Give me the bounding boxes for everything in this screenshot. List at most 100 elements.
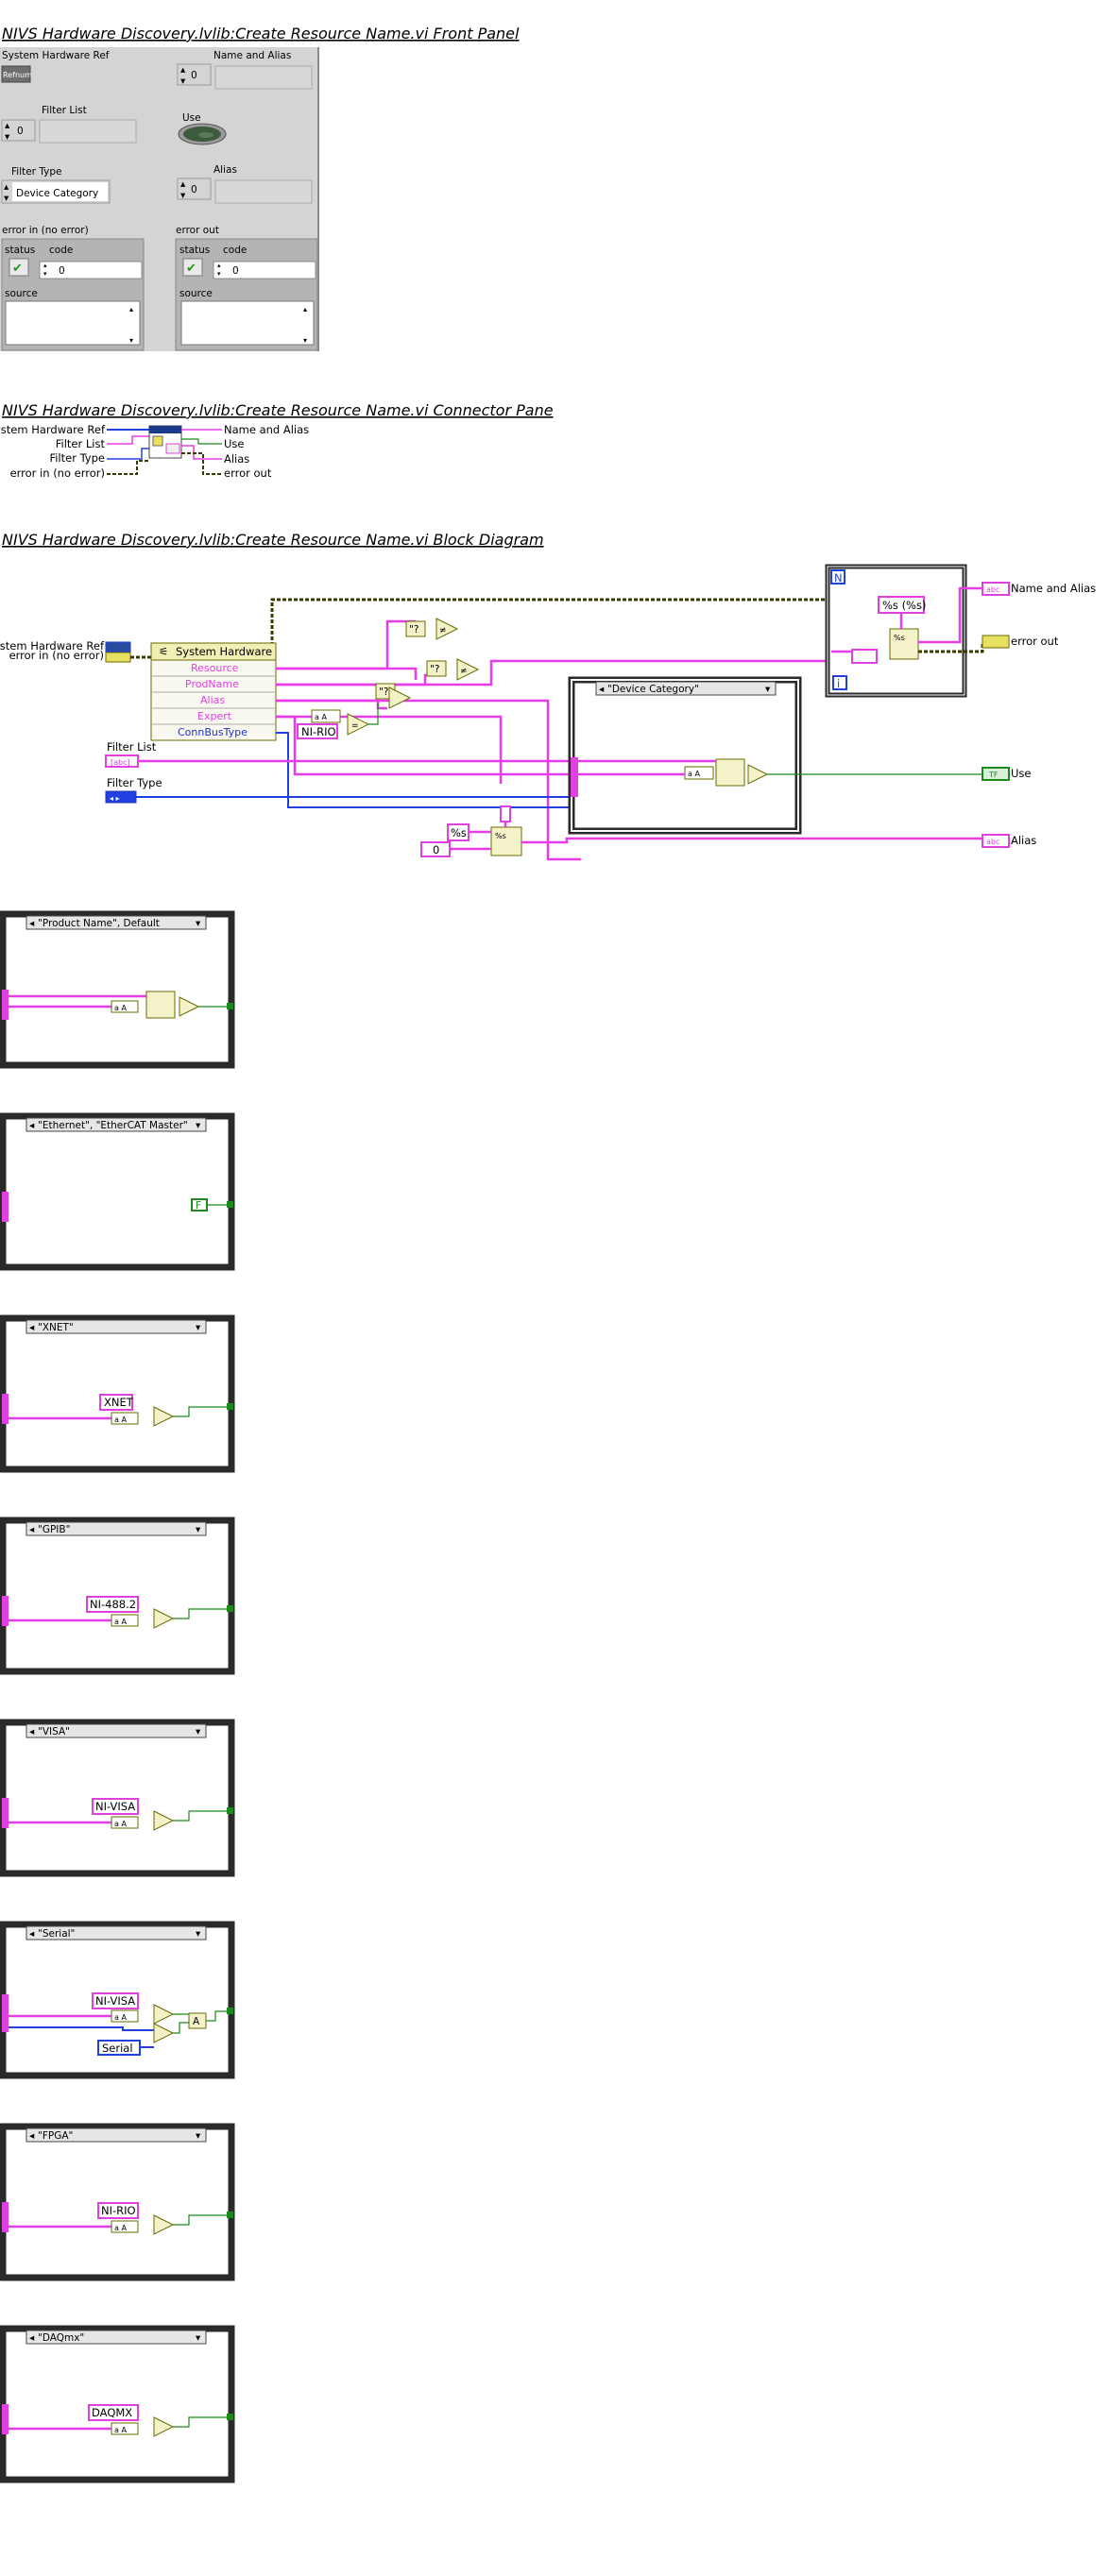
svg-text:a A: a A [114, 2224, 127, 2232]
alias-out-terminal [982, 834, 1010, 848]
regex-node [311, 709, 341, 723]
property-connbustype: ConnBusType [178, 726, 248, 738]
property-prodname: ProdName [185, 678, 239, 690]
error-out-label: error out [176, 225, 219, 236]
svg-text:a A: a A [114, 2426, 127, 2434]
svg-text:▾: ▾ [196, 2332, 201, 2344]
svg-text:"?: "? [430, 664, 439, 675]
svg-text:≠: ≠ [460, 667, 468, 676]
error-in-code[interactable] [39, 261, 143, 280]
svg-text:a A: a A [114, 2013, 127, 2022]
up-arrow-icon: ▴ [180, 64, 186, 76]
case-visa: ◂▾ "VISA" NI-VISA a A [0, 1719, 235, 1877]
block-diagram-title: NIVS Hardware Discovery.lvlib:Create Res… [2, 531, 544, 549]
case-1-selector[interactable]: "Ethernet", "EtherCAT Master" [38, 1120, 188, 1131]
svg-text:=: = [351, 721, 359, 731]
cp-input-system-hw: System Hardware Ref [0, 423, 106, 436]
case-selector-label[interactable] [595, 681, 777, 696]
svg-text:a A: a A [114, 1004, 127, 1012]
refnum-text: Refnum [3, 71, 32, 79]
error-in-source[interactable] [5, 300, 141, 346]
svg-text:[abc]: [abc] [111, 758, 130, 767]
property-node-rows: Resource ProdName Alias Expert ConnBusTy… [150, 659, 277, 741]
svg-text:F: F [196, 1200, 201, 1212]
svg-text:A: A [193, 2016, 200, 2027]
svg-text:Serial: Serial [102, 2042, 133, 2055]
down-arrow-icon: ▾ [180, 76, 186, 87]
hw-node-icon: ⚟ [159, 645, 168, 658]
error-out-status-check [182, 258, 203, 277]
svg-text:◂: ◂ [29, 1322, 35, 1333]
bd-use-out: Use [1011, 767, 1031, 780]
svg-text:status: status [179, 245, 210, 256]
case-3-selector[interactable]: "GPIB" [38, 1524, 70, 1535]
property-node-class: System Hardware [176, 645, 272, 658]
svg-text:◂: ◂ [29, 918, 35, 929]
svg-text:a A: a A [114, 1618, 127, 1626]
svg-text:▾: ▾ [217, 270, 221, 278]
property-alias: Alias [200, 694, 225, 706]
svg-text:%s: %s [495, 832, 506, 840]
case-5-selector[interactable]: "Serial" [38, 1928, 75, 1940]
svg-text:▾: ▾ [196, 918, 201, 929]
case-7-selector[interactable]: "DAQmx" [38, 2332, 84, 2344]
svg-text:a A: a A [114, 1415, 127, 1424]
check-icon: ✔ [12, 262, 23, 276]
case-serial: ◂▾ "Serial" NI-VISA a A Serial A [0, 1921, 235, 2079]
svg-text:code: code [49, 245, 73, 256]
case-2-selector[interactable]: "XNET" [38, 1322, 74, 1333]
svg-text:▴: ▴ [4, 181, 9, 193]
error-in-label: error in (no error) [2, 225, 89, 236]
svg-text:0: 0 [59, 265, 65, 277]
svg-text:a A: a A [114, 1820, 127, 1828]
bd-error-in-label: error in (no error) [9, 649, 104, 662]
filter-list-element [39, 119, 137, 144]
alias-index[interactable] [177, 178, 212, 200]
svg-text:▾: ▾ [196, 2130, 201, 2142]
for-loop: N i %s (%s) %s [825, 564, 984, 698]
svg-text:≠: ≠ [439, 626, 447, 636]
svg-text:%s: %s [451, 826, 467, 839]
svg-text:▴: ▴ [43, 262, 47, 269]
use-label: Use [182, 112, 201, 124]
property-resource: Resource [191, 662, 239, 674]
filter-list-index[interactable] [1, 119, 36, 142]
error-in-status-check[interactable] [9, 258, 29, 277]
cp-input-filter-list: Filter List [56, 437, 106, 450]
svg-text:◂: ◂ [29, 1928, 35, 1940]
compare-node-1: "? ≠ [405, 618, 459, 640]
connector-pane: System Hardware Ref Filter List Filter T… [0, 423, 309, 480]
svg-text:▾: ▾ [129, 336, 133, 345]
svg-text:◂: ◂ [29, 1120, 35, 1131]
svg-text:0: 0 [191, 184, 197, 195]
system-hw-terminal [105, 641, 131, 652]
svg-text:▴: ▴ [303, 305, 307, 314]
svg-text:0: 0 [433, 843, 439, 856]
svg-text:code: code [223, 245, 247, 256]
svg-text:"Device Category": "Device Category" [607, 684, 699, 695]
bd-name-alias-out: Name and Alias [1011, 582, 1096, 595]
case-6-constant: NI-RIO [101, 2204, 136, 2217]
property-expert: Expert [197, 710, 232, 722]
case-fpga: ◂▾ "FPGA" NI-RIO a A [0, 2123, 235, 2281]
case-4-selector[interactable]: "VISA" [38, 1726, 70, 1737]
case-2-constant: XNET [104, 1396, 134, 1409]
refnum-control[interactable] [1, 65, 31, 83]
filter-list-label: Filter List [42, 105, 87, 116]
svg-text:a A: a A [688, 770, 700, 778]
front-panel-title: NIVS Hardware Discovery.lvlib:Create Res… [2, 25, 520, 42]
svg-text:◂ ▸: ◂ ▸ [110, 794, 120, 803]
cp-output-name-alias: Name and Alias [224, 423, 309, 436]
name-alias-index[interactable] [177, 63, 212, 86]
svg-text:i: i [837, 677, 840, 690]
svg-text:abc: abc [986, 585, 999, 594]
svg-text:N: N [834, 571, 843, 585]
case-6-selector[interactable]: "FPGA" [38, 2130, 73, 2142]
svg-text:%s: %s [894, 634, 905, 642]
svg-text:"?: "? [379, 686, 388, 698]
case-0-selector[interactable]: "Product Name", Default [38, 918, 160, 929]
compare-node-2: "? ≠ [426, 658, 480, 681]
svg-text:▾: ▾ [196, 1928, 201, 1940]
case-ethernet-ethercat: ◂▾ "Ethernet", "EtherCAT Master" F [0, 1112, 235, 1271]
bd-error-out: error out [1011, 635, 1059, 648]
